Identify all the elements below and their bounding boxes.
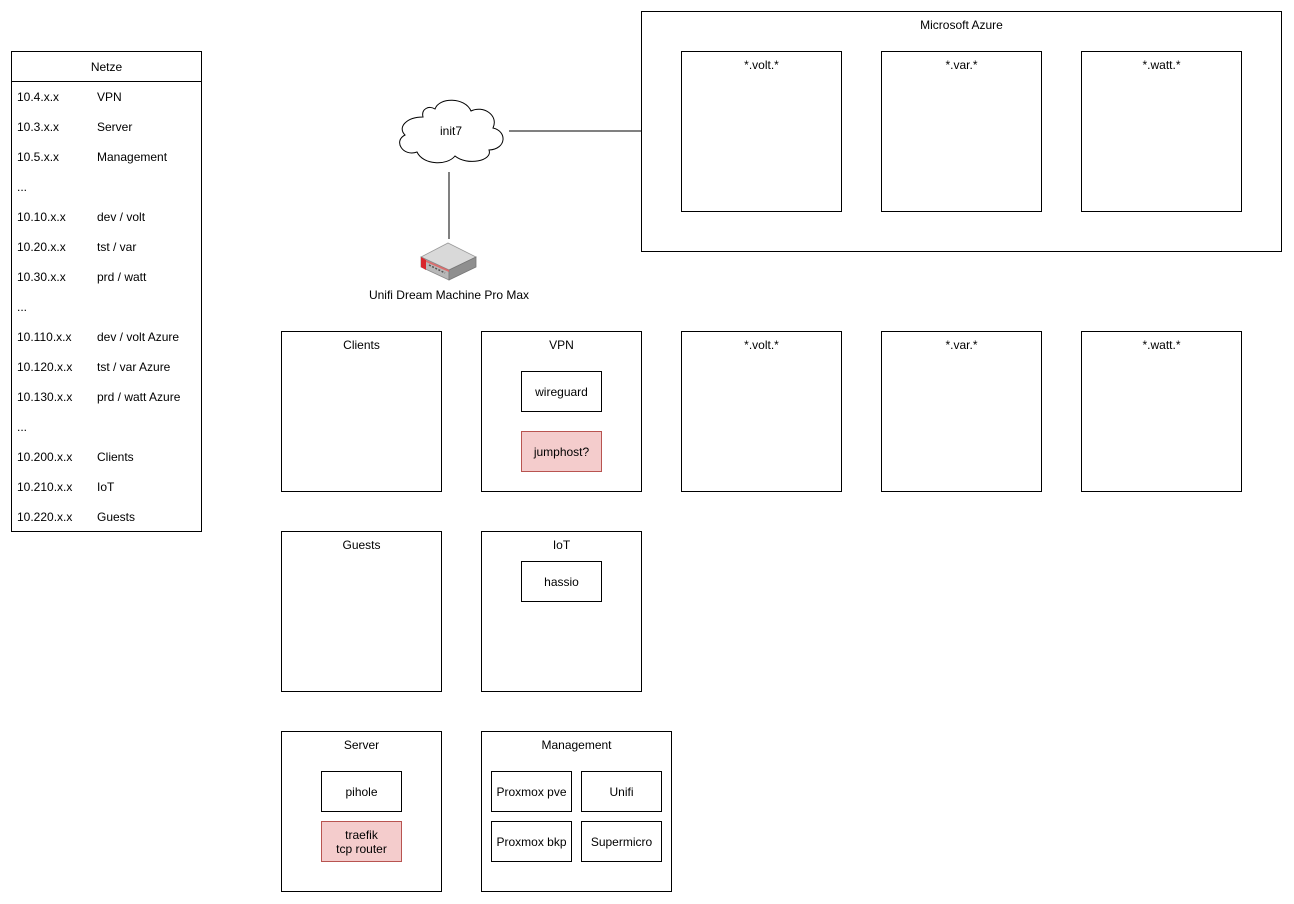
guests-network[interactable]: Guests [281, 531, 442, 692]
server-title: Server [343, 738, 380, 752]
wireguard-node[interactable]: wireguard [521, 371, 602, 412]
cloud-icon [399, 99, 504, 164]
router-icon [420, 242, 477, 281]
networks-table-row: 10.10.x.x dev / volt [12, 202, 201, 232]
proxmox-pve-node[interactable]: Proxmox pve [491, 771, 572, 812]
network-range: 10.10.x.x [17, 210, 66, 224]
azure-zone-volt-title: *.volt.* [744, 58, 779, 72]
supermicro-node[interactable]: Supermicro [581, 821, 662, 862]
network-range: 10.210.x.x [17, 480, 73, 494]
onprem-zone-var[interactable]: *.var.* [881, 331, 1042, 492]
network-description: prd / watt [97, 270, 147, 284]
networks-table-row: 10.3.x.x Server [12, 112, 201, 142]
internet-cloud[interactable]: init7 [395, 95, 507, 167]
onprem-zone-volt-title: *.volt.* [744, 338, 779, 352]
networks-table-row: 10.4.x.x VPN [12, 82, 201, 112]
azure-zone-var-title: *.var.* [945, 58, 978, 72]
network-range: 10.120.x.x [17, 360, 73, 374]
networks-table-row: 10.120.x.x tst / var Azure [12, 352, 201, 382]
network-description: Clients [97, 450, 134, 464]
networks-table-row: 10.200.x.x Clients [12, 442, 201, 472]
networks-table-row: 10.210.x.x IoT [12, 472, 201, 502]
network-range: 10.30.x.x [17, 270, 66, 284]
network-description: Server [97, 120, 133, 134]
network-range: 10.130.x.x [17, 390, 73, 404]
network-description: prd / watt Azure [97, 390, 181, 404]
guests-title: Guests [342, 538, 381, 552]
azure-title: Microsoft Azure [920, 18, 1003, 32]
networks-table-row: 10.220.x.x Guests [12, 502, 201, 532]
network-description: tst / var [97, 240, 137, 254]
network-description: Guests [97, 510, 136, 524]
networks-table-body: 10.4.x.x VPN 10.3.x.x Server 10.5.x.x Managem… [12, 82, 201, 532]
hassio-node[interactable]: hassio [521, 561, 602, 602]
clients-title: Clients [343, 338, 380, 352]
network-range: ... [17, 300, 28, 314]
network-range: ... [17, 420, 28, 434]
router-device[interactable] [418, 239, 478, 281]
iot-title: IoT [552, 538, 571, 552]
management-title: Management [541, 738, 612, 752]
network-description: IoT [97, 480, 115, 494]
network-description: dev / volt [97, 210, 146, 224]
network-range: 10.220.x.x [17, 510, 73, 524]
network-range: 10.3.x.x [17, 120, 60, 134]
network-description: VPN [97, 90, 122, 104]
network-range: 10.20.x.x [17, 240, 66, 254]
networks-table-row: 10.5.x.x Management [12, 142, 201, 172]
networks-table-header: Netze [12, 52, 201, 82]
network-range: 10.200.x.x [17, 450, 73, 464]
networks-table-row: 10.20.x.x tst / var [12, 232, 201, 262]
onprem-zone-watt-title: *.watt.* [1142, 338, 1181, 352]
azure-zone-watt-title: *.watt.* [1142, 58, 1181, 72]
onprem-zone-var-title: *.var.* [945, 338, 978, 352]
network-range: ... [17, 180, 28, 194]
iot-network[interactable]: IoT [481, 531, 642, 692]
networks-table-row: 10.30.x.x prd / watt [12, 262, 201, 292]
pihole-node[interactable]: pihole [321, 771, 402, 812]
networks-table-row: 10.130.x.x prd / watt Azure [12, 382, 201, 412]
traefik-node[interactable]: traefik tcp router [321, 821, 402, 862]
network-description: dev / volt Azure [97, 330, 180, 344]
unifi-node[interactable]: Unifi [581, 771, 662, 812]
networks-table-row: 10.110.x.x dev / volt Azure [12, 322, 201, 352]
proxmox-bkp-node[interactable]: Proxmox bkp [491, 821, 572, 862]
network-range: 10.5.x.x [17, 150, 60, 164]
internet-cloud-label: init7 [439, 124, 462, 138]
azure-zone-var[interactable]: *.var.* [881, 51, 1042, 212]
network-description: Management [97, 150, 168, 164]
onprem-zone-volt[interactable]: *.volt.* [681, 331, 842, 492]
networks-table-row: ... [12, 292, 201, 322]
network-range: 10.110.x.x [17, 330, 72, 344]
network-description: tst / var Azure [97, 360, 171, 374]
azure-zone-watt[interactable]: *.watt.* [1081, 51, 1242, 212]
azure-zone-volt[interactable]: *.volt.* [681, 51, 842, 212]
clients-network[interactable]: Clients [281, 331, 442, 492]
vpn-title: VPN [549, 338, 574, 352]
router-label: Unifi Dream Machine Pro Max [368, 288, 530, 302]
onprem-zone-watt[interactable]: *.watt.* [1081, 331, 1242, 492]
networks-table-row: ... [12, 172, 201, 202]
network-range: 10.4.x.x [17, 90, 60, 104]
jumphost-node[interactable]: jumphost? [521, 431, 602, 472]
networks-table-row: ... [12, 412, 201, 442]
networks-table: Netze 10.4.x.x VPN 10.3.x.x Server 10.5.x.x M… [11, 51, 202, 532]
